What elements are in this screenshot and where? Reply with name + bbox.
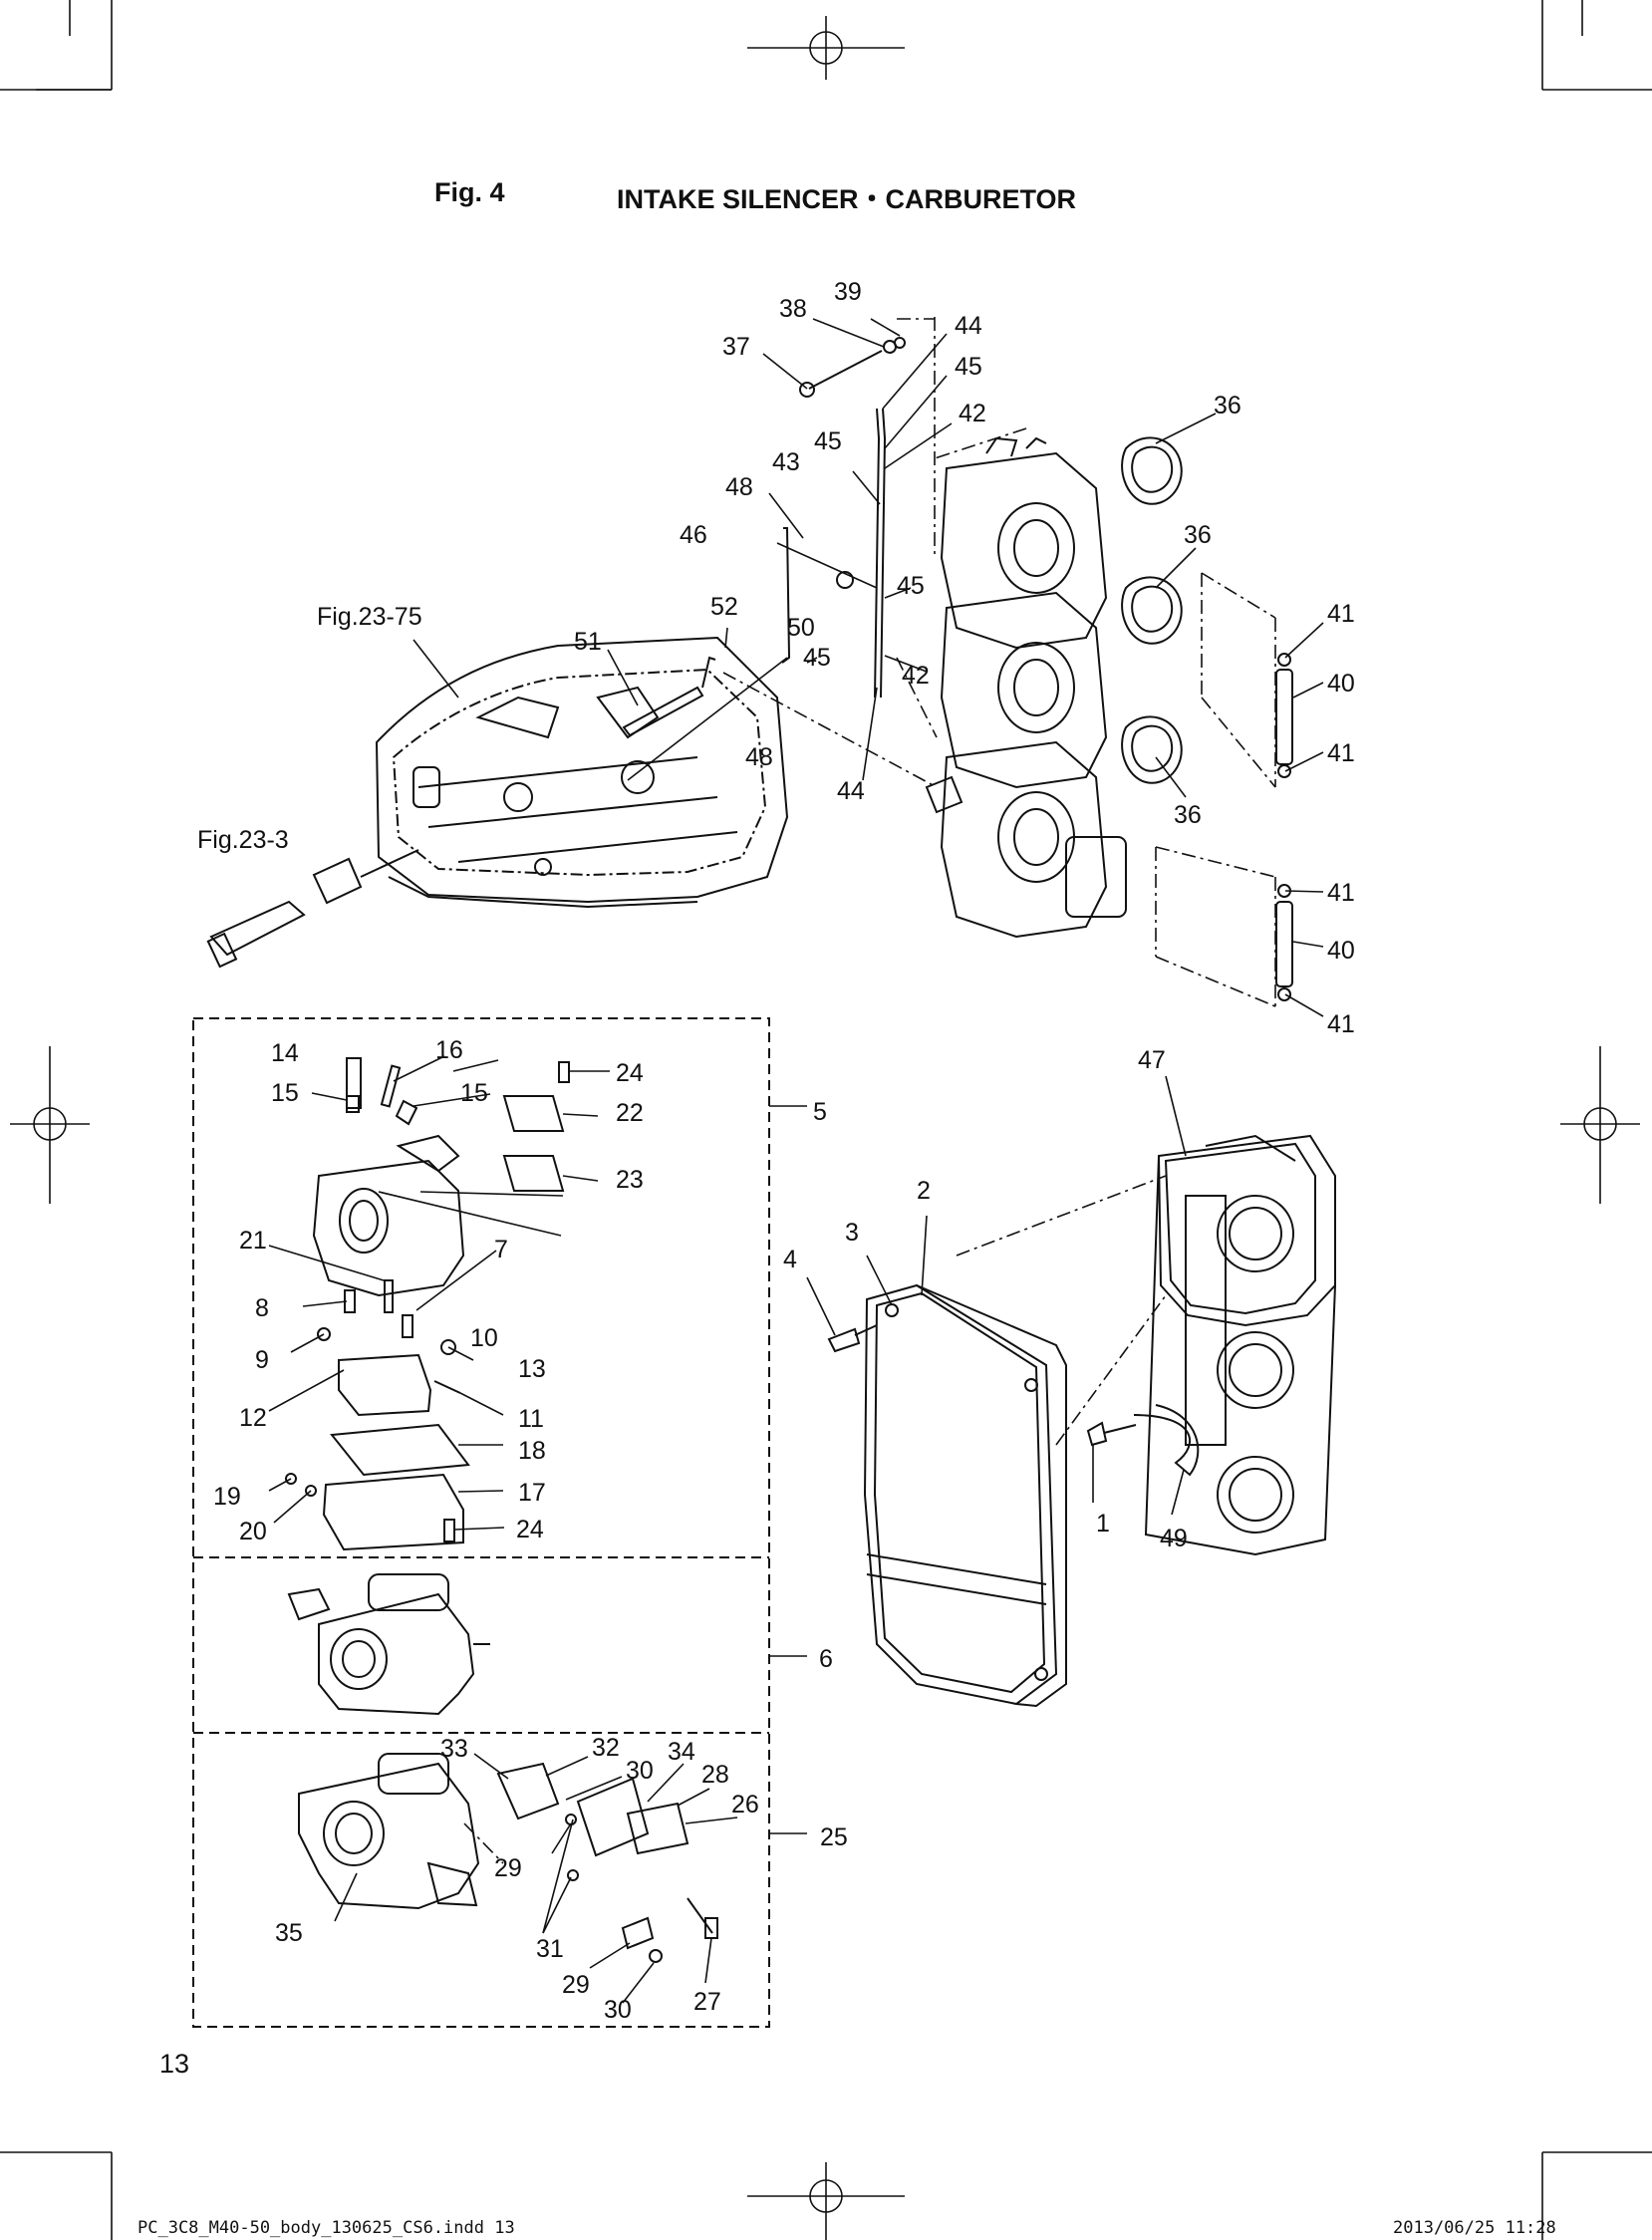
callout-25: 25	[820, 1823, 848, 1851]
callout-45: 45	[955, 353, 982, 381]
callout-1: 1	[1096, 1510, 1110, 1538]
callout-24: 24	[516, 1516, 544, 1543]
callout-18: 18	[518, 1437, 546, 1465]
callout-46: 46	[680, 521, 707, 549]
callout-22: 22	[616, 1099, 644, 1127]
callout-11: 11	[518, 1405, 544, 1433]
leader-lines	[268, 318, 1324, 2004]
callout-45: 45	[803, 644, 831, 672]
carburetor-35-illustration	[298, 1753, 718, 1963]
callout-51: 51	[574, 628, 602, 656]
callout-41: 41	[1327, 879, 1355, 907]
callout-24: 24	[616, 1059, 644, 1087]
callout-45: 45	[814, 427, 842, 455]
hose-40-illustrations	[1275, 653, 1293, 1001]
callout-41: 41	[1327, 739, 1355, 767]
screws-and-clip-illustration	[827, 1324, 1200, 1477]
alignment-lines	[463, 317, 1276, 1864]
reference-fig23-75: Fig.23-75	[317, 603, 422, 631]
callout-30: 30	[626, 1757, 654, 1785]
registration-mark-left	[10, 1046, 90, 1204]
registration-mark-top	[747, 16, 905, 80]
callout-27: 27	[693, 1988, 721, 2016]
callout-28: 28	[701, 1761, 729, 1789]
callout-3: 3	[845, 1219, 859, 1247]
callout-49: 49	[1160, 1525, 1188, 1552]
carburetor-6-illustration	[287, 1573, 490, 1716]
callout-52: 52	[710, 593, 738, 621]
callout-8: 8	[255, 1294, 269, 1322]
date-slug: 2013/06/25 11:28	[1393, 2218, 1556, 2238]
callout-numbers: 39 38 44 37 45 42 36 45 43 48 36 46 45 5…	[213, 278, 1355, 2024]
callout-2: 2	[917, 1177, 931, 1205]
callout-32: 32	[592, 1734, 620, 1762]
gasket-36-illustrations	[1121, 436, 1183, 784]
figure-number: Fig. 4	[434, 177, 505, 207]
registration-mark-right	[1560, 1046, 1640, 1204]
linkage-illustration	[622, 337, 906, 737]
callout-30: 30	[604, 1996, 632, 2024]
callout-15: 15	[271, 1079, 299, 1107]
carburetor-5-parts-illustration	[285, 1057, 570, 1551]
callout-37: 37	[722, 333, 750, 361]
callout-45: 45	[897, 572, 925, 600]
callout-41: 41	[1327, 1010, 1355, 1038]
callout-20: 20	[239, 1518, 267, 1545]
callout-39: 39	[834, 278, 862, 306]
callout-29: 29	[562, 1971, 590, 1999]
callout-12: 12	[239, 1404, 267, 1432]
callout-36: 36	[1174, 801, 1202, 829]
callout-13: 13	[518, 1355, 546, 1383]
callout-10: 10	[470, 1324, 498, 1352]
registration-mark-bottom	[747, 2162, 905, 2240]
callout-36: 36	[1184, 521, 1212, 549]
bottom-cowling-illustration	[375, 636, 789, 909]
callout-42: 42	[902, 662, 930, 690]
callout-14: 14	[271, 1039, 299, 1067]
callout-19: 19	[213, 1483, 241, 1511]
callout-48: 48	[725, 473, 753, 501]
callout-36: 36	[1214, 392, 1241, 420]
callout-9: 9	[255, 1346, 269, 1374]
callout-38: 38	[779, 295, 807, 323]
callout-16: 16	[435, 1036, 463, 1064]
callout-17: 17	[518, 1479, 546, 1507]
callout-47: 47	[1138, 1046, 1166, 1074]
callout-15: 15	[460, 1079, 488, 1107]
fuel-connector-illustration	[206, 849, 419, 969]
callout-44: 44	[837, 777, 865, 805]
intake-silencer-illustration	[1144, 1134, 1336, 1556]
callout-41: 41	[1327, 600, 1355, 628]
callout-29: 29	[494, 1854, 522, 1882]
callout-35: 35	[275, 1919, 303, 1947]
reference-fig23-3: Fig.23-3	[197, 826, 289, 854]
carburetor-stack-illustration	[925, 436, 1127, 939]
callout-31: 31	[536, 1935, 564, 1963]
callout-26: 26	[731, 1791, 759, 1819]
group-box-carburetor-assembly	[192, 1017, 770, 2028]
silencer-cover-illustration	[863, 1283, 1067, 1708]
callout-4: 4	[783, 1246, 797, 1273]
callout-23: 23	[616, 1166, 644, 1194]
callout-43: 43	[772, 448, 800, 476]
page-number: 13	[159, 2049, 190, 2079]
figure-title: INTAKE SILENCER・CARBURETOR	[617, 184, 1077, 214]
callout-5: 5	[813, 1098, 827, 1126]
callout-34: 34	[668, 1738, 695, 1766]
callout-42: 42	[959, 400, 986, 427]
callout-40: 40	[1327, 937, 1355, 965]
callout-40: 40	[1327, 670, 1355, 698]
callout-7: 7	[494, 1236, 508, 1263]
callout-48: 48	[745, 743, 773, 771]
callout-44: 44	[955, 312, 982, 340]
callout-50: 50	[787, 614, 815, 642]
callout-21: 21	[239, 1227, 267, 1255]
file-slug: PC_3C8_M40-50_body_130625_CS6.indd 13	[138, 2218, 515, 2238]
callout-6: 6	[819, 1645, 833, 1673]
callout-33: 33	[440, 1735, 468, 1763]
